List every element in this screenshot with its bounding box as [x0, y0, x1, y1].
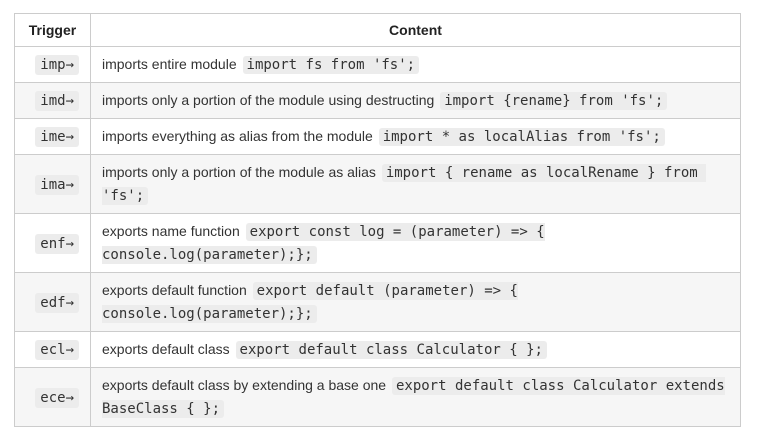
content-description: imports entire module: [102, 56, 237, 72]
table-row: enf→ exports name function export const …: [14, 213, 741, 273]
trigger-snippet-chip: edf→: [35, 292, 79, 313]
trigger-cell: ece→: [14, 367, 91, 427]
content-cell: exports name function export const log =…: [90, 213, 741, 273]
content-cell: imports everything as alias from the mod…: [90, 118, 741, 155]
trigger-cell: enf→: [14, 213, 91, 273]
content-code: import * as localAlias from 'fs';: [378, 128, 665, 146]
trigger-snippet-chip: enf→: [35, 233, 79, 254]
trigger-snippet-chip: ecl→: [35, 340, 79, 360]
content-cell: imports only a portion of the module usi…: [90, 82, 741, 119]
trigger-cell: ecl→: [14, 331, 91, 368]
content-description: exports name function: [102, 223, 240, 239]
content-cell: exports default function export default …: [90, 272, 741, 332]
trigger-snippet-chip: ece→: [35, 387, 79, 408]
table-header: Trigger Content: [14, 13, 741, 47]
trigger-snippet-chip: imp→: [35, 55, 79, 75]
content-code: import {rename} from 'fs';: [440, 92, 668, 110]
table-row: ecl→ exports default class export defaul…: [14, 331, 741, 368]
trigger-cell: ime→: [14, 118, 91, 155]
column-header-trigger: Trigger: [14, 13, 91, 47]
content-description: imports everything as alias from the mod…: [102, 128, 373, 144]
content-code: import fs from 'fs';: [242, 56, 420, 74]
table-row: ima→ imports only a portion of the modul…: [14, 154, 741, 214]
content-cell: imports entire module import fs from 'fs…: [90, 46, 741, 83]
trigger-snippet-chip: ime→: [35, 127, 79, 147]
table-row: ime→ imports everything as alias from th…: [14, 118, 741, 155]
content-description: exports default class by extending a bas…: [102, 377, 387, 393]
content-description: exports default function: [102, 282, 247, 298]
trigger-snippet-chip: imd→: [35, 91, 79, 111]
content-description: imports only a portion of the module as …: [102, 164, 376, 180]
content-cell: exports default class by extending a bas…: [90, 367, 741, 427]
trigger-cell: imp→: [14, 46, 91, 83]
content-description: imports only a portion of the module usi…: [102, 92, 435, 108]
content-cell: imports only a portion of the module as …: [90, 154, 741, 214]
content-description: exports default class: [102, 341, 230, 357]
trigger-cell: edf→: [14, 272, 91, 332]
trigger-cell: imd→: [14, 82, 91, 119]
table-row: imp→ imports entire module import fs fro…: [14, 46, 741, 83]
content-cell: exports default class export default cla…: [90, 331, 741, 368]
snippets-table: Trigger Content imp→ imports entire modu…: [14, 13, 741, 427]
content-code: export default class Calculator { };: [235, 341, 547, 359]
table-row: imd→ imports only a portion of the modul…: [14, 82, 741, 119]
table-row: edf→ exports default function export def…: [14, 272, 741, 332]
column-header-content: Content: [90, 13, 741, 47]
trigger-snippet-chip: ima→: [35, 174, 79, 195]
trigger-cell: ima→: [14, 154, 91, 214]
table-row: ece→ exports default class by extending …: [14, 367, 741, 427]
